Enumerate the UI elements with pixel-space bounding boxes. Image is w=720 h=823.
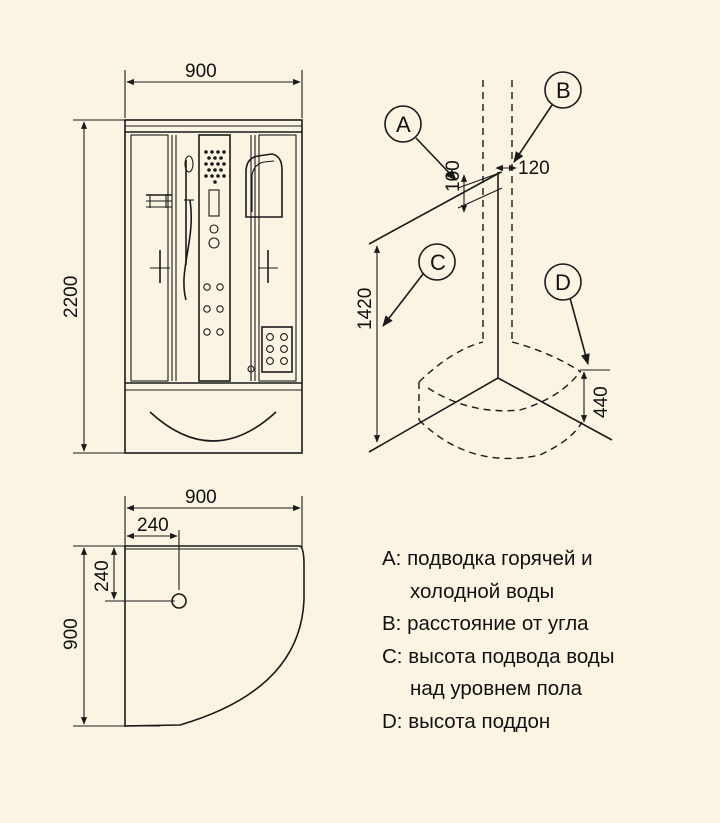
hand-shower-icon bbox=[183, 155, 194, 301]
top-offset-y-label: 240 bbox=[92, 560, 113, 592]
front-width-label: 900 bbox=[185, 61, 217, 82]
legend-a-line1: A: подводка горячей и bbox=[382, 547, 593, 570]
display-panel-icon bbox=[208, 189, 220, 217]
shelf-icon bbox=[146, 194, 172, 208]
legend-a-line2: холодной воды bbox=[410, 579, 555, 603]
legend-d-line1: D: высота поддон bbox=[382, 709, 551, 733]
mixer-knob-icon bbox=[208, 237, 220, 249]
control-knob-icon bbox=[209, 224, 219, 234]
top-view: 900 240 900 240 bbox=[61, 487, 305, 727]
headrest-icon bbox=[245, 153, 283, 218]
front-view: 900 2200 bbox=[61, 61, 303, 454]
door-handle-left-icon bbox=[150, 250, 170, 283]
marker-b-label: B bbox=[556, 78, 571, 103]
corner-view: A 100 B 120 C 1420 D 440 bbox=[355, 71, 613, 460]
legend-c-line2: над уровнем пола bbox=[410, 677, 583, 700]
dim-b-label: 120 bbox=[518, 158, 550, 179]
control-keypad-icon bbox=[261, 326, 293, 373]
floor-left bbox=[368, 377, 499, 453]
dim-d-label: 440 bbox=[591, 386, 612, 418]
marker-a-circle bbox=[384, 105, 422, 143]
legend-b-line1: B: расстояние от угла bbox=[382, 612, 589, 635]
marker-d-label: D bbox=[555, 270, 571, 295]
marker-c-circle bbox=[418, 243, 456, 281]
dim-a-label: 100 bbox=[443, 160, 464, 192]
wall-left-top bbox=[368, 171, 502, 245]
marker-a-label: A bbox=[396, 112, 411, 137]
drain-icon bbox=[247, 365, 255, 381]
legend-c-line1: C: высота подвода воды bbox=[382, 644, 615, 668]
rain-shower-nozzles-icon bbox=[204, 150, 226, 184]
water-inlet-icon bbox=[171, 593, 187, 609]
marker-d-circle bbox=[544, 263, 582, 301]
control-column bbox=[198, 134, 231, 382]
legend: A: подводка горячей и холодной воды B: р… bbox=[382, 543, 615, 738]
massage-jets-icon bbox=[203, 283, 224, 336]
marker-b-circle bbox=[544, 71, 582, 109]
front-height-label: 2200 bbox=[61, 276, 82, 318]
marker-c-label: C bbox=[430, 250, 446, 275]
tray-top-left bbox=[418, 341, 484, 383]
top-depth-label: 900 bbox=[61, 618, 82, 650]
cabin-outline bbox=[124, 119, 303, 454]
tray-front-curve bbox=[149, 411, 277, 442]
tray-outline bbox=[124, 545, 305, 727]
top-offset-x-label: 240 bbox=[137, 515, 169, 536]
dim-c-label: 1420 bbox=[355, 288, 376, 330]
floor-right bbox=[497, 377, 613, 441]
door-handle-right-icon bbox=[258, 250, 278, 283]
top-width-label: 900 bbox=[185, 487, 217, 508]
